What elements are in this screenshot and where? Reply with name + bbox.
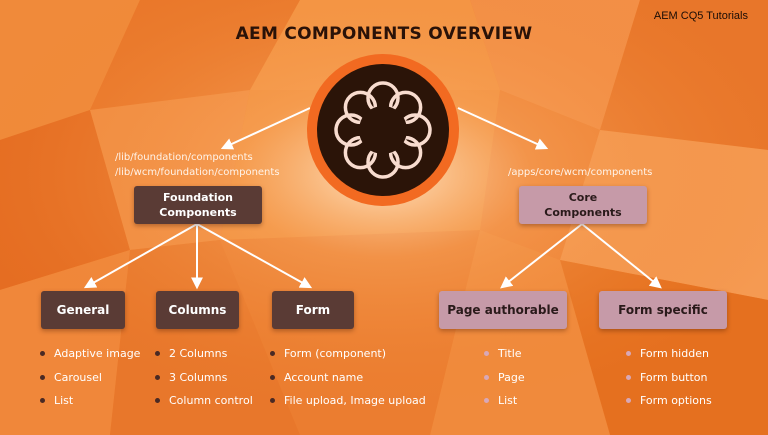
category-general-box: General (41, 291, 125, 329)
form-specific-items-list: Form hidden Form button Form options (626, 342, 712, 413)
category-form-label: Form (295, 303, 331, 317)
arrow-core-to-page-authorable (500, 223, 583, 289)
list-item: List (484, 389, 525, 413)
list-item: File upload, Image upload (270, 389, 426, 413)
core-components-box: Core Components (519, 186, 647, 224)
arrow-logo-to-foundation (220, 107, 311, 150)
arrow-logo-to-core (457, 107, 549, 150)
general-items-list: Adaptive image Carousel List (40, 342, 140, 413)
list-item: Form (component) (270, 342, 426, 366)
adobe-experience-manager-logo-icon (305, 52, 461, 208)
list-item: 3 Columns (155, 366, 253, 390)
list-item: List (40, 389, 140, 413)
list-item: 2 Columns (155, 342, 253, 366)
core-box-line1: Core (568, 191, 598, 204)
list-item: Account name (270, 366, 426, 390)
form-items-list: Form (component) Account name File uploa… (270, 342, 426, 413)
list-item: Carousel (40, 366, 140, 390)
arrow-foundation-to-form (196, 223, 313, 289)
diagram-title: AEM COMPONENTS OVERVIEW (235, 24, 533, 44)
foundation-path-2: /lib/wcm/foundation/components (115, 167, 280, 178)
core-box-line2: Components (544, 206, 622, 219)
columns-items-list: 2 Columns 3 Columns Column control (155, 342, 253, 413)
list-item: Title (484, 342, 525, 366)
brand-label: AEM CQ5 Tutorials (653, 10, 748, 22)
list-item: Column control (155, 389, 253, 413)
list-item: Page (484, 366, 525, 390)
category-form-specific-box: Form specific (599, 291, 727, 329)
category-page-authorable-label: Page authorable (447, 303, 559, 317)
category-page-authorable-box: Page authorable (439, 291, 567, 329)
foundation-path-1: /lib/foundation/components (115, 152, 253, 163)
category-general-label: General (56, 303, 110, 317)
list-item: Form hidden (626, 342, 712, 366)
list-item: Form options (626, 389, 712, 413)
foundation-components-box: Foundation Components (134, 186, 262, 224)
foundation-box-line1: Foundation (162, 191, 233, 204)
arrow-foundation-to-general (83, 223, 198, 289)
core-path: /apps/core/wcm/components (508, 167, 653, 178)
category-form-box: Form (272, 291, 354, 329)
foundation-box-line2: Components (159, 206, 237, 219)
list-item: Form button (626, 366, 712, 390)
page-authorable-items-list: Title Page List (484, 342, 525, 413)
arrow-core-to-form-specific (581, 223, 662, 289)
category-form-specific-label: Form specific (618, 303, 708, 317)
category-columns-box: Columns (156, 291, 239, 329)
category-columns-label: Columns (168, 303, 227, 317)
list-item: Adaptive image (40, 342, 140, 366)
